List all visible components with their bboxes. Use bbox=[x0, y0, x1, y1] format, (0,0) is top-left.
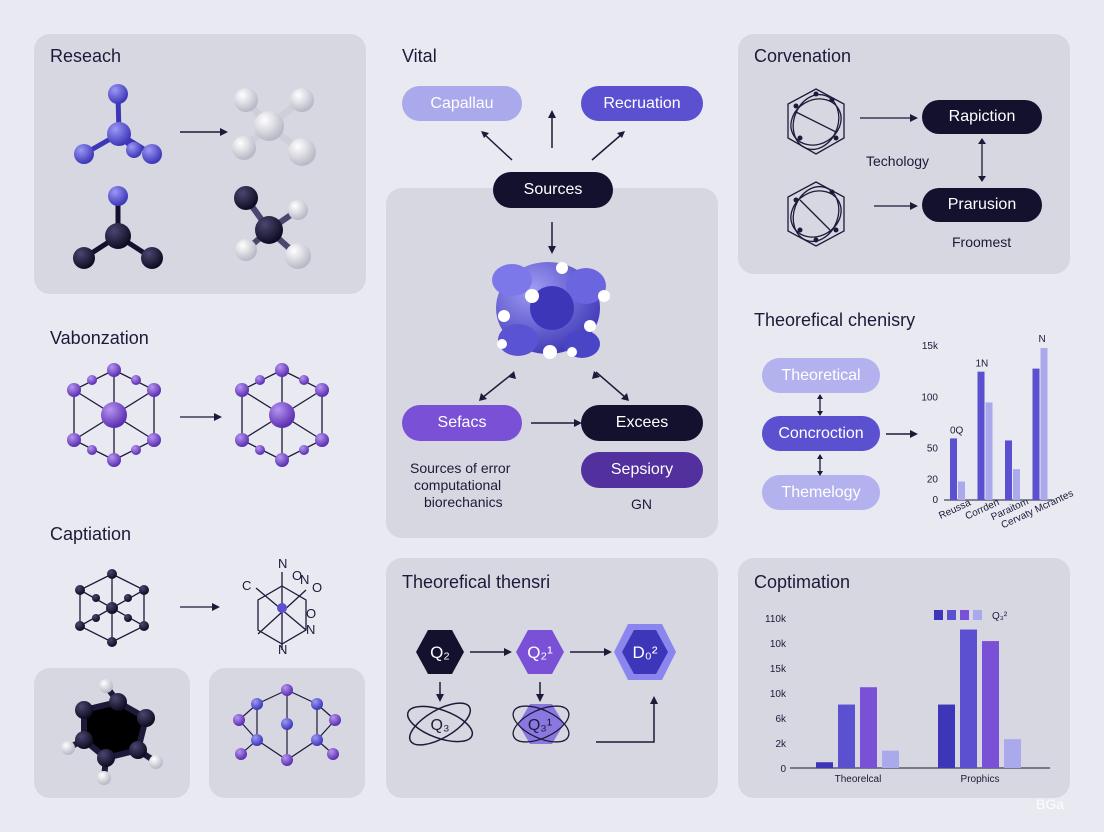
bar bbox=[982, 641, 999, 768]
q31-label: Q₃¹ bbox=[528, 717, 552, 734]
bar bbox=[985, 402, 993, 500]
bar bbox=[958, 481, 965, 500]
technology-label: Techology bbox=[866, 153, 930, 169]
froomest-label: Froomest bbox=[952, 234, 1012, 250]
y-tick-label: 20 bbox=[927, 474, 939, 485]
y-tick-label: 50 bbox=[927, 444, 939, 455]
gn-label: GN bbox=[631, 496, 652, 512]
central-molecule bbox=[492, 262, 610, 359]
research-title: Reseach bbox=[50, 46, 122, 66]
vital-arrows bbox=[479, 110, 629, 427]
y-tick-label: 110k bbox=[765, 614, 787, 625]
theoretical-thensri-title: Theorefical thensri bbox=[402, 572, 551, 592]
bar-annotation: N bbox=[1039, 334, 1046, 345]
y-tick-label: 0 bbox=[780, 764, 786, 775]
bar bbox=[950, 438, 957, 500]
q21-label: Q₂¹ bbox=[527, 643, 553, 662]
atom-label-o1: O bbox=[292, 568, 302, 583]
bar-annotation: 0Q bbox=[950, 425, 964, 436]
error-caption-line-1: Sources of error bbox=[410, 460, 511, 476]
recruation-node[interactable]: Recruation bbox=[581, 86, 703, 121]
captiation-sub-molecule-left bbox=[61, 679, 163, 785]
q2-label: Q₂ bbox=[430, 643, 450, 662]
d02-label: D₀² bbox=[633, 643, 658, 662]
sources-node[interactable]: Sources bbox=[493, 172, 613, 208]
theoretical-node[interactable]: Theoretical bbox=[762, 358, 880, 393]
vabonzation-molecules bbox=[67, 363, 329, 467]
excees-node[interactable]: Excees bbox=[581, 405, 703, 441]
bar bbox=[1013, 469, 1020, 500]
atom-label-n2: N bbox=[300, 572, 309, 587]
y-tick-label: 100 bbox=[921, 392, 938, 403]
atom-label-n3: N bbox=[306, 622, 315, 637]
legend-swatch bbox=[947, 610, 956, 620]
atom-label-c: C bbox=[242, 578, 251, 593]
bar bbox=[977, 371, 985, 500]
bar-annotation: 1N bbox=[976, 359, 989, 370]
bar bbox=[882, 750, 899, 768]
bar bbox=[1005, 440, 1012, 500]
y-tick-label: 10k bbox=[770, 689, 787, 700]
legend-swatch bbox=[934, 610, 943, 620]
q3-label: Q₃ bbox=[431, 717, 450, 734]
watermark: BGa bbox=[1035, 796, 1064, 812]
bar bbox=[1040, 348, 1048, 500]
error-caption-line-2: computational bbox=[414, 477, 502, 493]
bar bbox=[816, 762, 833, 768]
legend-swatch bbox=[960, 610, 969, 620]
y-tick-label: 15k bbox=[770, 664, 787, 675]
sepsiory-node[interactable]: Sepsiory bbox=[581, 452, 703, 488]
captiation-sub-molecule-right bbox=[233, 684, 341, 766]
corvenation-title: Corvenation bbox=[754, 46, 852, 66]
captiation-molecules: C N O O N O N N bbox=[75, 556, 322, 657]
bar bbox=[1004, 739, 1021, 768]
y-tick-label: 0 bbox=[932, 495, 938, 506]
vital-title: Vital bbox=[402, 46, 437, 66]
theoretical-chemistry-title: Theorefical chenisry bbox=[754, 310, 916, 330]
d02-hexagon bbox=[622, 630, 668, 674]
bar bbox=[1032, 368, 1040, 500]
atom-label-o3: O bbox=[306, 606, 316, 621]
concroction-arrow bbox=[886, 430, 918, 438]
x-tick-label: Prophics bbox=[961, 774, 1000, 785]
y-tick-label: 15k bbox=[922, 341, 939, 352]
concroction-node[interactable]: Concroction bbox=[762, 416, 880, 451]
legend-label: Q₃² bbox=[992, 611, 1008, 622]
bar bbox=[960, 629, 977, 768]
atom-label-n1: N bbox=[278, 556, 287, 571]
y-tick-label: 2k bbox=[775, 739, 787, 750]
capallau-node[interactable]: Capallau bbox=[402, 86, 522, 121]
bar bbox=[860, 687, 877, 768]
atom-label-o2: O bbox=[312, 580, 322, 595]
legend-swatch bbox=[973, 610, 982, 620]
error-caption-line-3: biorechanics bbox=[424, 494, 503, 510]
x-tick-label: Theorelcal bbox=[835, 774, 882, 785]
prarusion-node[interactable]: Prarusion bbox=[922, 188, 1042, 222]
research-molecules bbox=[73, 84, 316, 269]
atom-label-n4: N bbox=[278, 642, 287, 657]
theory-arrows bbox=[817, 394, 823, 476]
coptimation-title: Coptimation bbox=[754, 572, 851, 592]
bar bbox=[838, 704, 855, 768]
themelogy-node[interactable]: Themelogy bbox=[762, 475, 880, 510]
captiation-title: Captiation bbox=[50, 524, 132, 544]
sefacs-node[interactable]: Sefacs bbox=[402, 405, 522, 441]
hexagon-flow: Q₂ Q₂¹ D₀² Q₃ Q₃¹ bbox=[406, 624, 676, 746]
rapiction-node[interactable]: Rapiction bbox=[922, 100, 1042, 134]
bar bbox=[938, 704, 955, 768]
y-tick-label: 6k bbox=[775, 714, 787, 725]
q21-hexagon bbox=[516, 630, 564, 674]
q2-hexagon bbox=[416, 630, 464, 674]
corvenation-diagram bbox=[787, 88, 986, 247]
y-tick-label: 10k bbox=[770, 639, 787, 650]
vabonzation-title: Vabonzation bbox=[50, 328, 149, 348]
theory-bar-chart: 0205010015kReussaCorrdenParaitomCervaty … bbox=[921, 334, 1075, 531]
